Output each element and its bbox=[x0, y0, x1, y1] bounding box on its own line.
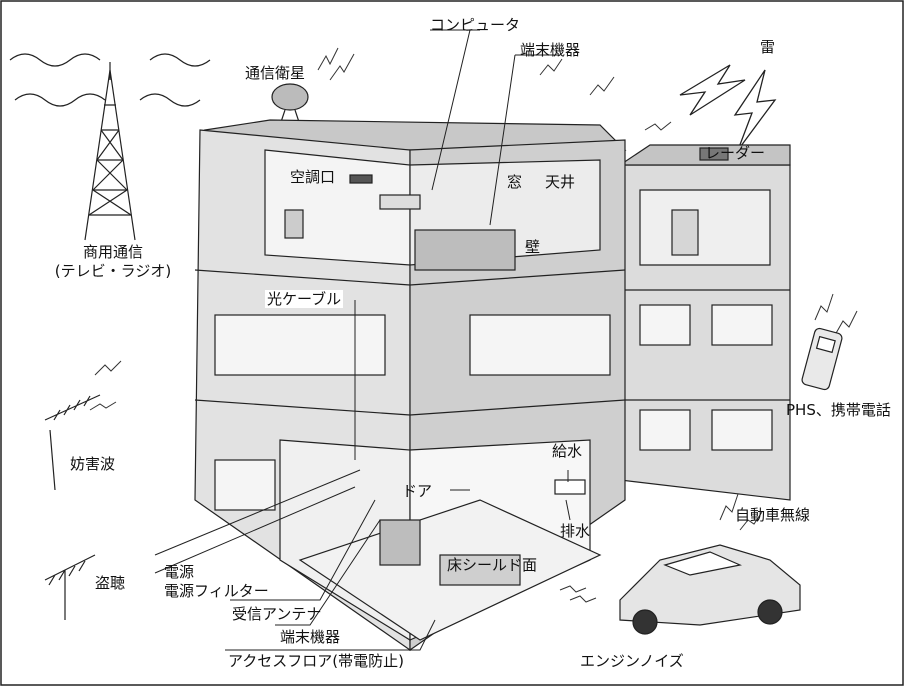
label-aircon: 空調口 bbox=[290, 168, 336, 186]
car-icon bbox=[619, 544, 801, 635]
label-receive-antenna: 受信アンテナ bbox=[232, 605, 322, 623]
label-access-floor: アクセスフロア(帯電防止) bbox=[228, 652, 404, 670]
label-terminal-top: 端末機器 bbox=[520, 41, 581, 59]
label-eavesdrop: 盗聴 bbox=[95, 574, 126, 592]
lightning-icon bbox=[679, 64, 777, 151]
label-broadcast-2: (テレビ・ラジオ) bbox=[54, 262, 172, 280]
label-terminal-bottom: 端末機器 bbox=[280, 628, 341, 646]
label-computer: コンピュータ bbox=[430, 16, 521, 34]
label-engine-noise: エンジンノイズ bbox=[580, 652, 684, 670]
label-wall: 壁 bbox=[525, 238, 541, 256]
mobile-phone-icon bbox=[801, 327, 843, 391]
label-power: 電源 bbox=[164, 563, 195, 581]
leader-lines bbox=[154, 29, 571, 651]
label-power-filter: 電源フィルター bbox=[164, 582, 269, 600]
label-mobile: PHS、携帯電話 bbox=[786, 401, 891, 419]
label-ceiling: 天井 bbox=[545, 173, 576, 191]
label-radar: レーダー bbox=[705, 144, 766, 162]
main-building bbox=[194, 119, 627, 652]
label-satellite: 通信衛星 bbox=[245, 64, 306, 82]
label-optical-cable: 光ケーブル bbox=[265, 290, 344, 308]
antenna-icon bbox=[44, 394, 101, 620]
label-door: ドア bbox=[402, 482, 433, 500]
label-window: 窓 bbox=[507, 173, 523, 191]
label-floor-shield: 床シールド面 bbox=[447, 556, 538, 574]
annex-building bbox=[618, 144, 791, 501]
label-car-radio: 自動車無線 bbox=[735, 506, 811, 524]
signal-waves bbox=[89, 47, 858, 603]
label-water-supply: 給水 bbox=[552, 442, 583, 460]
label-drain: 排水 bbox=[560, 522, 591, 540]
satellite-dish-icon bbox=[271, 83, 309, 126]
broadcast-tower-icon bbox=[9, 53, 211, 241]
label-interference: 妨害波 bbox=[70, 455, 116, 473]
label-broadcast-1: 商用通信 bbox=[82, 243, 143, 261]
label-lightning: 雷 bbox=[760, 38, 776, 56]
